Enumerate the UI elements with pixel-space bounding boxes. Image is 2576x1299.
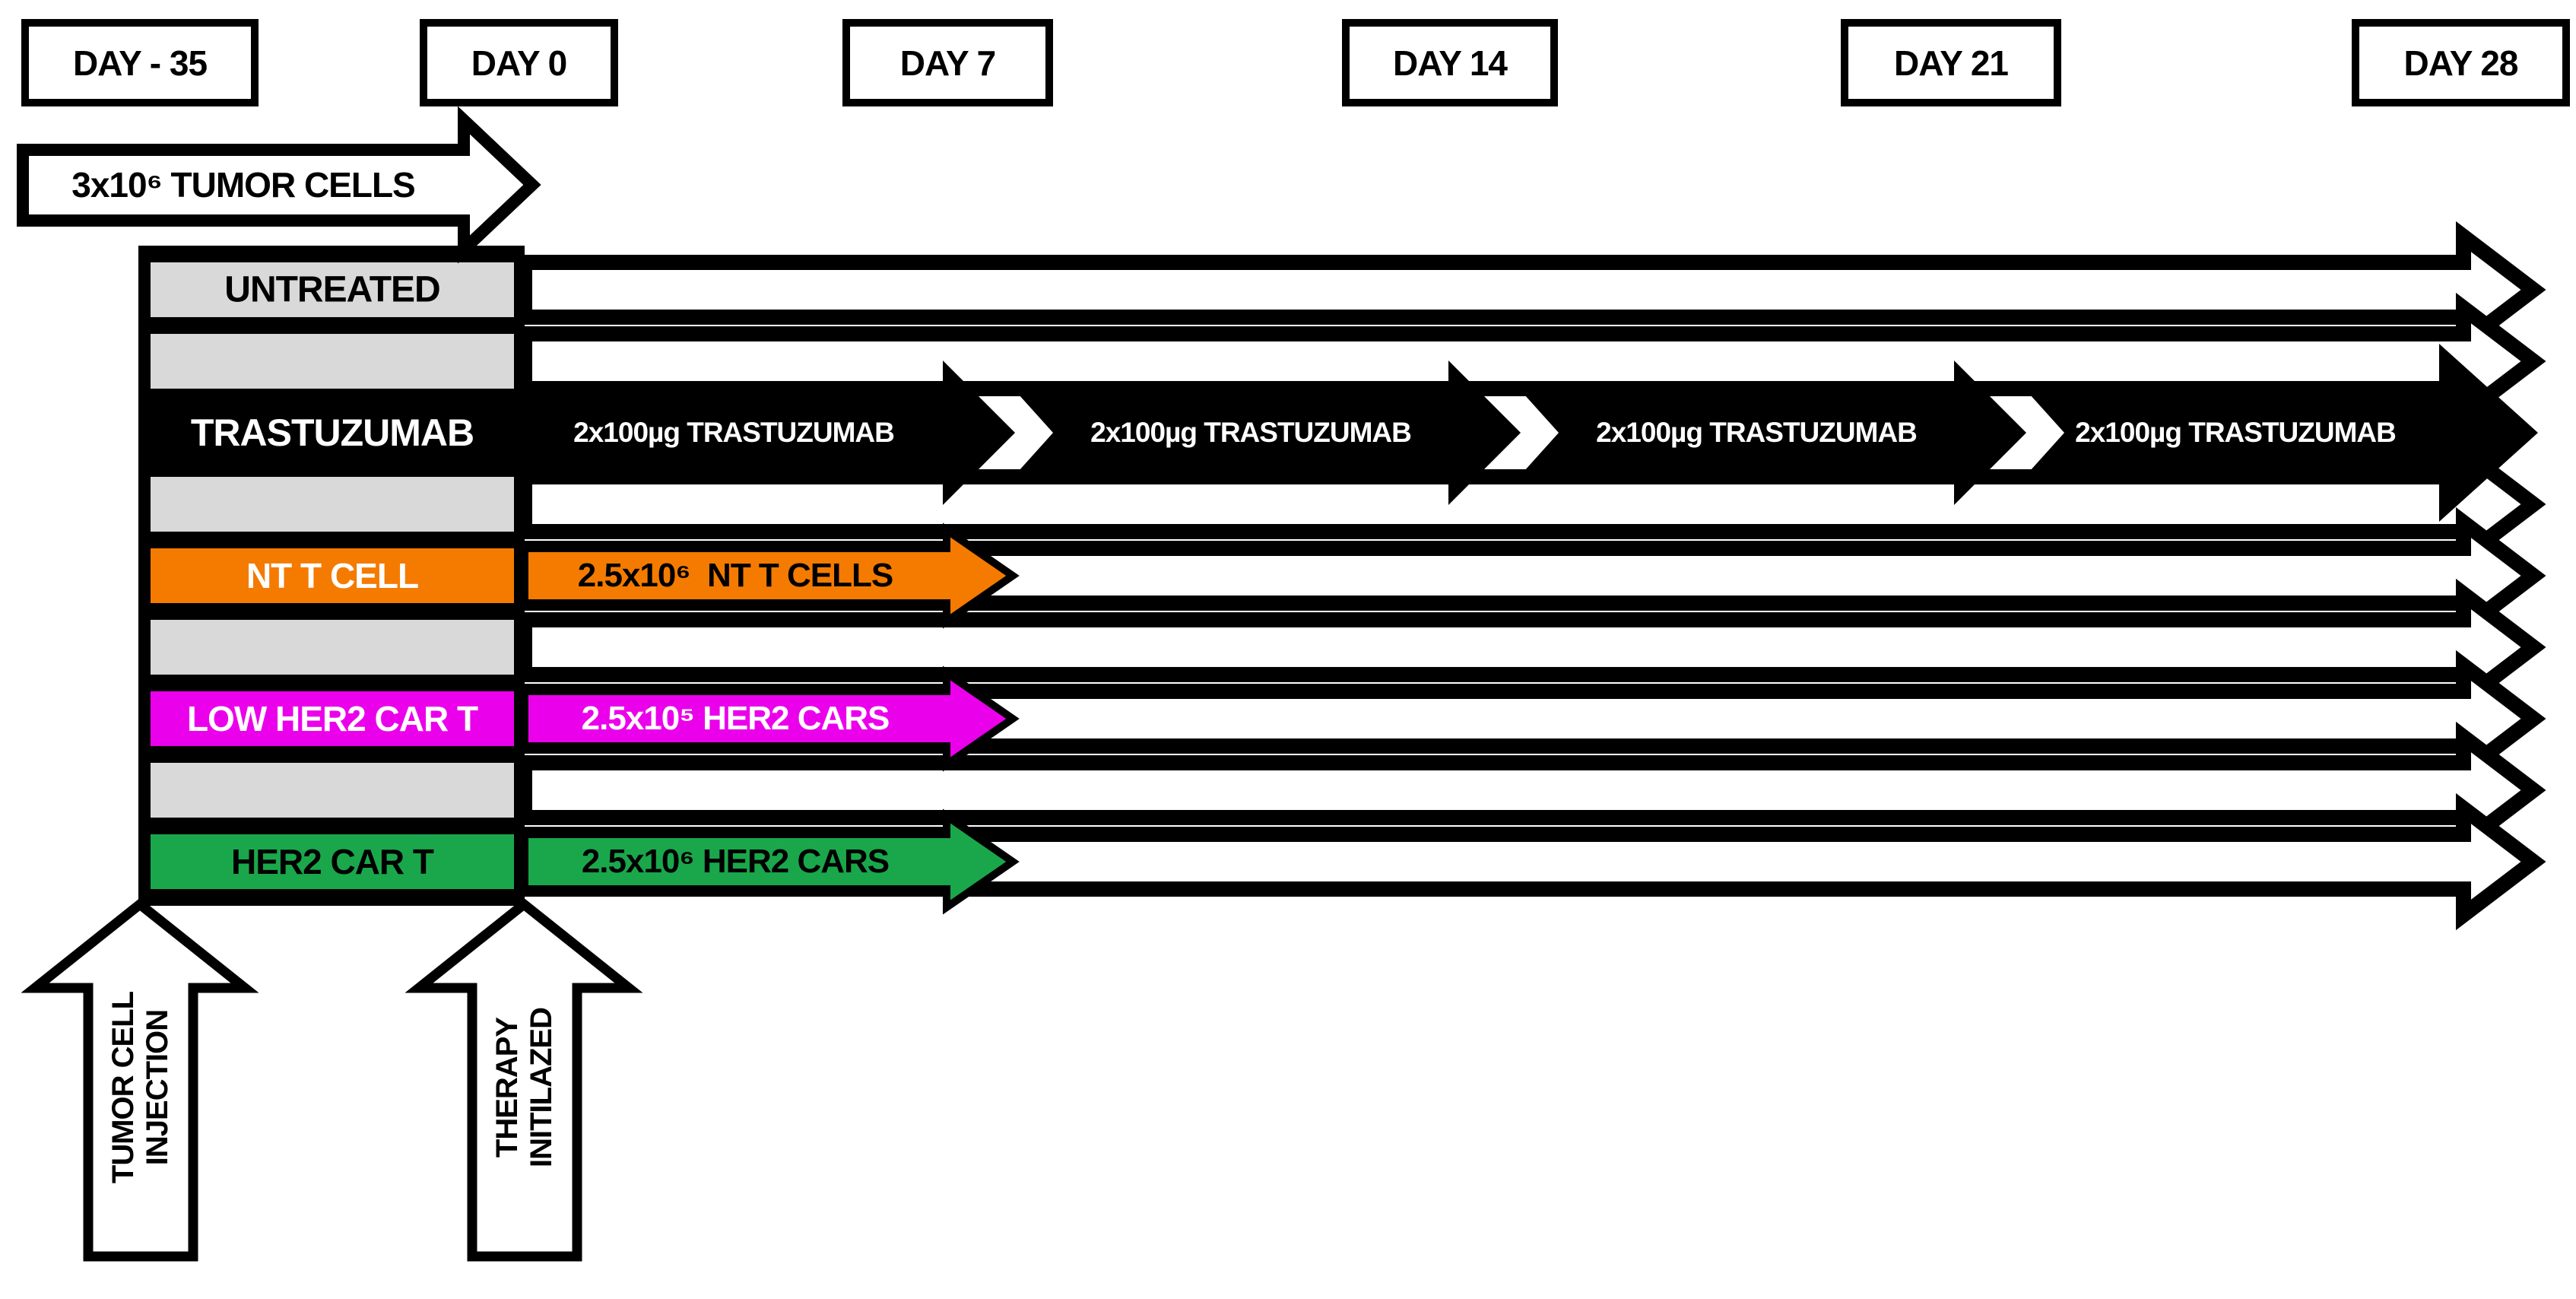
trastuzumab-segment-2 [1019, 360, 1521, 505]
spacer-box-3 [151, 620, 514, 675]
trastuzumab-dose-3: 2x100µg TRASTUZUMAB [1596, 417, 1918, 448]
spacer-timeline-arrow-1 [517, 292, 2546, 430]
tumor-cells-arrow-label: 3x10⁶ TUMOR CELLS [71, 165, 415, 205]
low-her2-label-box [151, 691, 514, 746]
therapy-initialized-up-arrow [404, 897, 643, 1262]
her2-dose-arrow [521, 808, 1020, 915]
untreated-label-box [151, 262, 514, 317]
her2-dose-label: 2.5x10⁶ HER2 CARS [581, 843, 890, 880]
trastuzumab-segment-1 [138, 360, 1015, 505]
tumor-cells-arrow [17, 106, 541, 264]
day-box-21: DAY 21 [1841, 19, 2061, 106]
low-her2-dose-arrow [521, 665, 1020, 772]
her2-label: HER2 CAR T [230, 842, 434, 881]
day-box-7: DAY 7 [842, 19, 1053, 106]
untreated-timeline-arrow [517, 221, 2546, 359]
trastuzumab-dose-2: 2x100µg TRASTUZUMAB [1090, 417, 1412, 448]
day-box-14: DAY 14 [1342, 19, 1558, 106]
nt-t-cell-dose-arrow [521, 522, 1020, 629]
trastuzumab-label: TRASTUZUMAB [190, 411, 474, 454]
day-box-28: DAY 28 [2352, 19, 2570, 106]
spacer-box-4 [151, 763, 514, 818]
spacer-timeline-arrow-3 [517, 578, 2546, 716]
day-box-0: DAY 0 [420, 19, 618, 106]
tumor-injection-up-arrow [21, 897, 259, 1262]
spacer-box-1 [151, 334, 514, 389]
low-her2-dose-label: 2.5x10⁵ HER2 CARS [581, 700, 890, 737]
trastuzumab-dose-1: 2x100µg TRASTUZUMAB [573, 417, 895, 448]
trastuzumab-segment-3 [1524, 360, 2026, 505]
low-her2-label: LOW HER2 CAR T [186, 699, 478, 738]
her2-label-box [151, 834, 514, 889]
spacer-box-2 [151, 477, 514, 532]
untreated-label: UNTREATED [224, 269, 440, 310]
spacer-timeline-arrow-4 [517, 721, 2546, 859]
day-box-minus-35: DAY - 35 [21, 19, 259, 106]
trastuzumab-segment-4 [2030, 344, 2538, 522]
nt-t-cell-label: NT T CELL [246, 556, 419, 596]
trastuzumab-dose-4: 2x100µg TRASTUZUMAB [2075, 417, 2397, 448]
therapy-initialized-label: THERAPY INITILAZED [490, 1008, 558, 1167]
nt-t-cell-dose-label: 2.5x10⁶ NT T CELLS [577, 557, 893, 594]
nt-t-cell-label-box [151, 548, 514, 603]
tumor-injection-label: TUMOR CELL INJECTION [106, 991, 174, 1184]
